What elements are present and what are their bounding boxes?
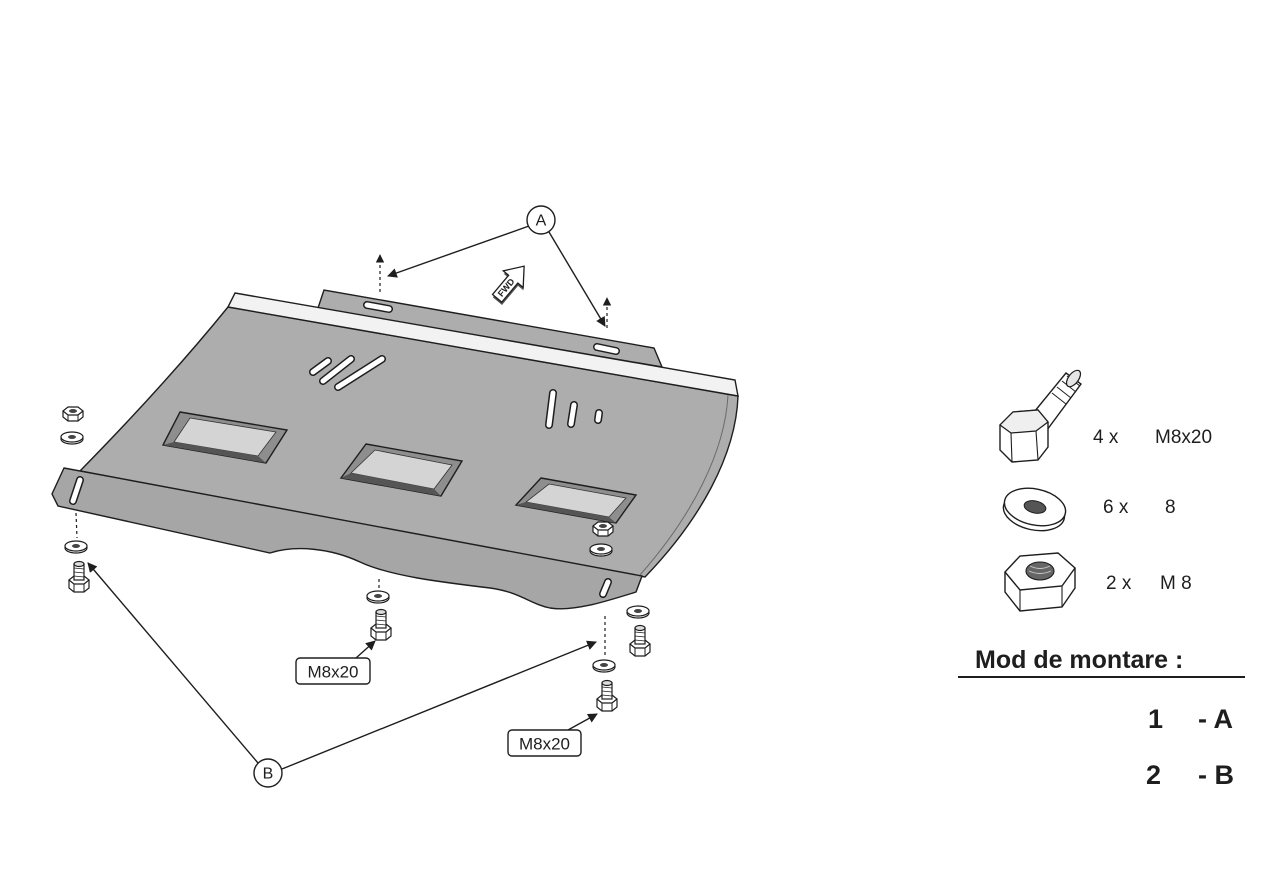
bolt-icon [370, 608, 392, 641]
bolt-icon [596, 679, 618, 712]
bolt-callout-label: M8x20 [519, 735, 570, 754]
washer-icon [626, 605, 650, 619]
step-ref: - B [1198, 760, 1234, 790]
plate-side-edge [639, 394, 729, 576]
part-size: 8 [1165, 497, 1176, 518]
washer-icon [64, 540, 88, 554]
hardware-center: M8x20 [295, 579, 392, 685]
bolt-icon [68, 560, 90, 593]
washer-icon [366, 590, 390, 604]
vent-slots-right [545, 389, 603, 429]
step-number: 1 [1148, 704, 1163, 734]
part-qty: 4 x [1093, 427, 1119, 448]
mounting-order: Mod de montare : 1 - A 2 - B [958, 646, 1245, 790]
bolt-icon [629, 624, 651, 657]
callout-a: A [375, 205, 612, 328]
part-qty: 2 x [1106, 573, 1132, 594]
part-qty: 6 x [1103, 497, 1129, 518]
mounting-title: Mod de montare : [975, 646, 1183, 674]
vent-slots-left [309, 355, 386, 391]
hex-bolt-icon [999, 369, 1082, 463]
bolt-callout-label: M8x20 [307, 663, 358, 682]
rear-flange-band [226, 292, 739, 397]
nut-icon [592, 521, 614, 537]
washer-icon [60, 431, 84, 445]
bolt-callout-box [507, 729, 582, 757]
step-ref: - A [1198, 704, 1233, 734]
step-number: 2 [1146, 760, 1161, 790]
skid-plate [51, 289, 739, 610]
hardware-left [60, 406, 90, 593]
recess-window-right [514, 477, 638, 524]
hardware-right: M8x20 [507, 521, 651, 757]
forward-arrow-icon: FWD [491, 265, 525, 305]
parts-list: 4 x M8x20 6 x 8 2 x M 8 [999, 369, 1212, 612]
hex-nut-icon [1004, 552, 1076, 612]
washer-icon [592, 659, 616, 673]
washer-icon [589, 543, 613, 557]
callout-b-label: B [263, 766, 274, 783]
callout-b: B [87, 562, 597, 788]
recess-window-left [161, 411, 289, 464]
recess-window-center [339, 443, 464, 497]
bolt-callout-box [295, 657, 371, 685]
callout-a-label: A [536, 213, 547, 230]
nut-icon [62, 406, 84, 422]
part-size: M 8 [1160, 573, 1192, 594]
mounting-slots [69, 301, 620, 598]
part-size: M8x20 [1155, 427, 1212, 448]
washer-icon [1002, 487, 1067, 532]
front-flange [51, 467, 643, 610]
